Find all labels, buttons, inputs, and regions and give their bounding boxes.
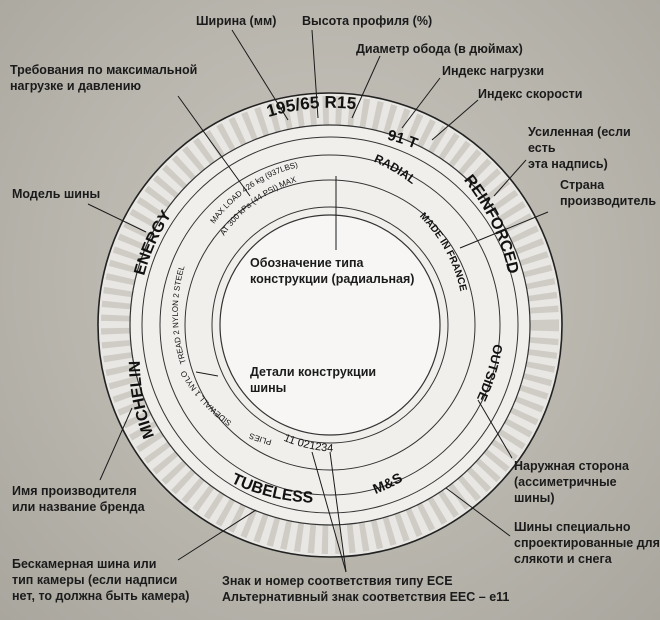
- rim-circle: [219, 214, 441, 436]
- pointer-maxload: [177, 95, 251, 197]
- pointer-ms: [445, 487, 511, 537]
- label-construction-details: Детали конструкции шины: [250, 365, 377, 395]
- inner-ring-2: [184, 179, 476, 471]
- label-mud-snow: Шины специально спроектированные для сля…: [514, 520, 660, 566]
- pointer-speed: [431, 99, 479, 141]
- label-load-index: Индекс нагрузки: [442, 64, 545, 78]
- label-max-load: Требования по максимальной нагрузке и да…: [10, 63, 198, 93]
- inner-ring-3: [211, 206, 449, 444]
- pointer-manufacturer: [99, 407, 133, 481]
- label-width: Ширина (мм): [196, 14, 277, 28]
- pointer-ece-2: [329, 451, 347, 573]
- sidewall-ring: [141, 136, 519, 514]
- label-construction-type: Обозначение типа конструкции (радиальная…: [250, 256, 415, 286]
- label-ece: Знак и номер соответствия типу ECE Альте…: [222, 574, 510, 604]
- pointer-ece-1: [311, 451, 347, 573]
- label-speed-index: Индекс скорости: [478, 87, 583, 101]
- inner-ring-1: [159, 154, 501, 496]
- pointer-model: [87, 203, 147, 233]
- label-reinforced: Усиленная (если есть эта надпись): [528, 125, 631, 171]
- pointer-load: [401, 77, 441, 129]
- label-country: Страна производитель: [560, 178, 657, 208]
- pointer-construction-details: [195, 371, 219, 377]
- label-tubeless: Бескамерная шина или тип камеры (если на…: [12, 557, 190, 603]
- label-model: Модель шины: [12, 187, 101, 201]
- label-manufacturer: Имя производителя или название бренда: [12, 484, 145, 514]
- pointer-profile: [311, 29, 319, 119]
- pointer-width: [231, 29, 289, 121]
- pointer-reinforced: [493, 159, 527, 197]
- pointer-outside: [477, 399, 513, 459]
- pointer-rim: [351, 55, 381, 119]
- label-outside: Наружная сторона (ассиметричные шины): [514, 459, 630, 505]
- tread-band: [101, 96, 559, 554]
- label-profile: Высота профиля (%): [302, 14, 433, 28]
- pointer-country: [459, 211, 549, 249]
- label-rim: Диаметр обода (в дюймах): [356, 42, 523, 56]
- pointer-tubeless: [177, 509, 257, 561]
